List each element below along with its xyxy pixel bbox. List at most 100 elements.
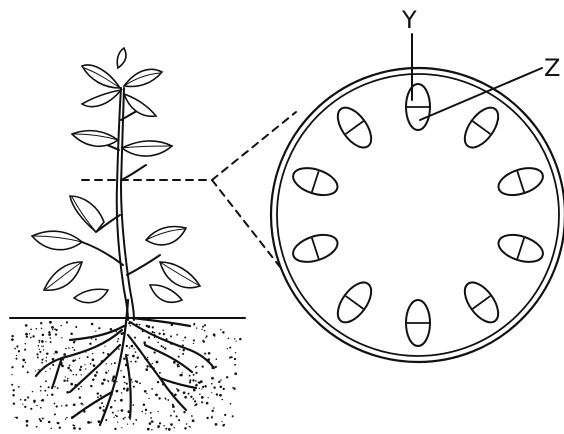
soil-dot <box>159 422 161 424</box>
soil-dot <box>182 372 183 373</box>
soil-dot <box>135 419 137 421</box>
soil-dot <box>11 338 14 341</box>
soil-dot <box>36 426 38 428</box>
soil-dot <box>133 423 135 425</box>
soil-dot <box>90 363 92 365</box>
vascular-bundle <box>406 300 430 346</box>
vascular-bundle <box>331 102 377 153</box>
soil-dot <box>165 398 167 400</box>
soil-dot <box>178 419 180 421</box>
soil-dot <box>12 389 14 391</box>
soil-dot <box>221 399 223 401</box>
soil-dot <box>79 358 80 359</box>
soil-dot <box>50 368 51 369</box>
soil-dot <box>239 338 241 340</box>
soil-dot <box>121 332 124 335</box>
soil-dot <box>195 384 198 387</box>
soil-dot <box>50 341 52 343</box>
soil-dot <box>176 415 178 417</box>
soil-dot <box>18 350 20 352</box>
soil-dot <box>46 353 48 355</box>
soil-dot <box>34 402 36 404</box>
soil-dot <box>20 399 22 401</box>
soil-dot <box>87 421 90 424</box>
soil-dot <box>54 413 56 415</box>
soil-dot <box>29 333 30 334</box>
soil-dot <box>81 374 82 375</box>
soil-dot <box>55 351 58 354</box>
soil-dot <box>223 388 225 390</box>
soil-dot <box>213 386 215 388</box>
soil-dot <box>159 372 161 374</box>
soil-dot <box>11 335 13 337</box>
label-z: Z <box>544 54 560 82</box>
soil-dot <box>65 418 66 419</box>
soil-dot <box>16 417 18 419</box>
soil-dot <box>44 390 46 392</box>
soil-dot <box>48 333 51 336</box>
soil-dot <box>193 398 195 400</box>
soil-dot <box>90 385 92 387</box>
soil-dot <box>126 383 128 385</box>
soil-dot <box>69 365 71 367</box>
soil-dot <box>120 370 122 372</box>
soil-dot <box>14 348 16 350</box>
soil-dot <box>45 360 47 362</box>
soil-dot <box>130 361 132 363</box>
soil-dot <box>18 386 20 388</box>
soil-dot <box>72 347 73 348</box>
soil-dot <box>81 386 82 387</box>
soil-dot <box>142 411 144 413</box>
soil-dot <box>134 348 135 349</box>
soil-dot <box>65 404 67 406</box>
soil-dot <box>36 405 37 406</box>
soil-dot <box>11 366 13 368</box>
soil-dot <box>13 403 15 405</box>
soil-dot <box>178 356 180 358</box>
soil-dot <box>79 396 81 398</box>
soil-dot <box>26 420 29 423</box>
soil-dot <box>67 378 69 380</box>
soil-dot <box>66 321 68 323</box>
soil-dot <box>195 366 197 368</box>
soil-dot <box>195 380 197 382</box>
soil-dot <box>161 345 163 347</box>
soil-dot <box>190 426 191 427</box>
soil-dot <box>150 412 152 414</box>
soil-dot <box>95 330 96 331</box>
soil-dot <box>110 328 113 331</box>
soil-dot <box>38 345 40 347</box>
soil-dot <box>216 393 218 395</box>
soil-dot <box>96 371 98 373</box>
soil-dot <box>92 358 95 361</box>
soil-dot <box>48 421 51 424</box>
label-y: Y <box>401 6 417 34</box>
soil-dot <box>61 325 62 326</box>
soil-dot <box>40 386 42 388</box>
soil-dot <box>11 384 13 386</box>
vascular-bundle <box>495 163 546 200</box>
soil-dot <box>116 415 118 417</box>
soil-dot <box>218 381 220 383</box>
soil-dot <box>51 326 54 329</box>
soil-dot <box>57 422 59 424</box>
soil-dot <box>12 394 14 396</box>
soil-dot <box>234 372 237 375</box>
soil-dot <box>63 353 66 356</box>
soil-dot <box>189 375 191 377</box>
soil-dot <box>224 414 226 416</box>
soil-dot <box>123 358 125 360</box>
vascular-bundle <box>290 163 341 200</box>
soil-dot <box>148 398 149 399</box>
soil-dot <box>220 385 223 388</box>
soil-dot <box>101 382 104 385</box>
soil-dot <box>152 331 154 333</box>
soil-dot <box>205 337 206 338</box>
soil-dot <box>124 417 125 418</box>
soil-dot <box>72 360 75 363</box>
soil-dot <box>201 401 203 403</box>
soil-dot <box>206 335 208 337</box>
soil-dot <box>198 382 199 383</box>
soil-dot <box>190 396 192 398</box>
soil-dot <box>149 422 152 425</box>
